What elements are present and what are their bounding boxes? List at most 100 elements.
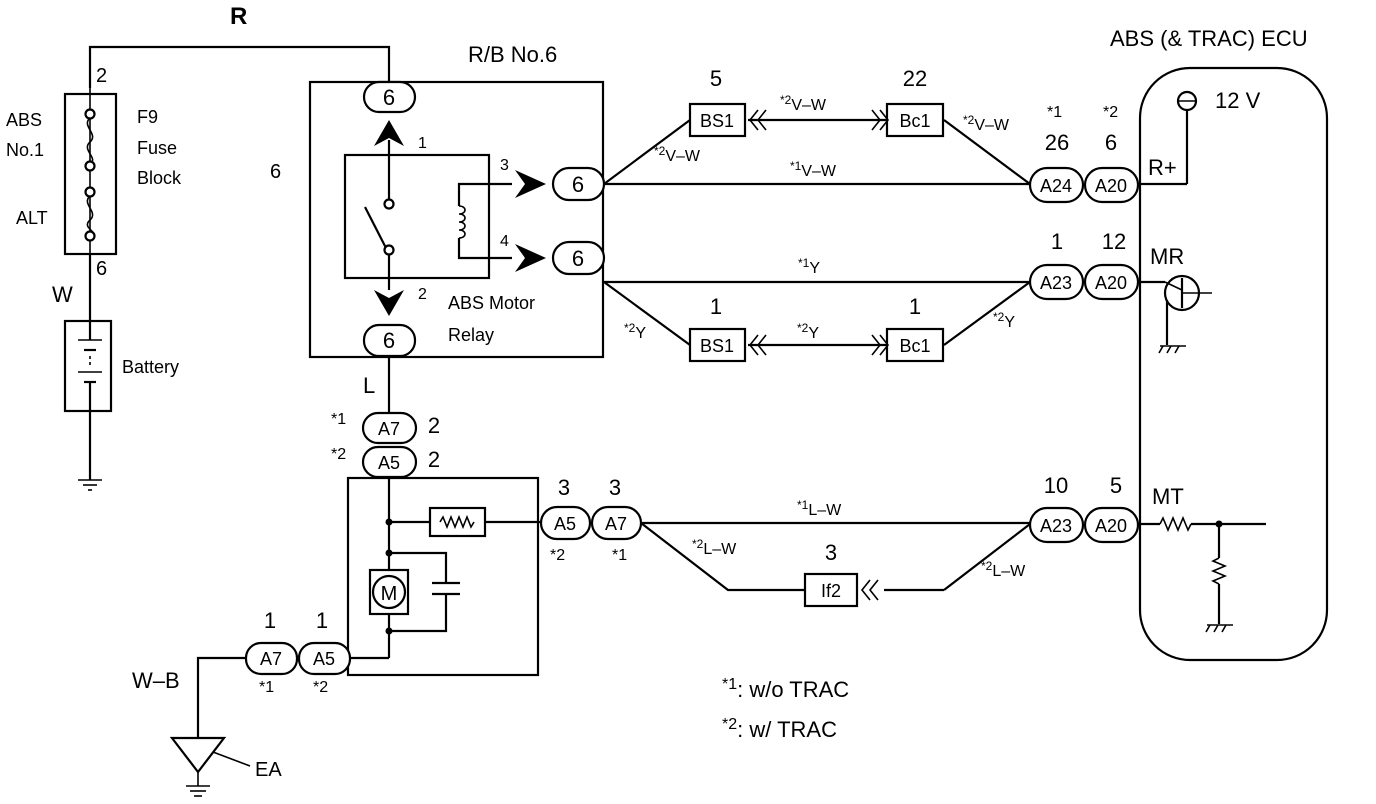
connector-bs1-top: BS1 xyxy=(700,111,734,131)
relay-connector-bottom: 6 xyxy=(383,328,395,353)
fuse-abs-label-1: ABS xyxy=(6,110,42,130)
fuse-name: F9 xyxy=(137,107,158,127)
ecu-12v: 12 V xyxy=(1215,88,1261,113)
ground-icon-mt xyxy=(1205,624,1233,633)
connector-a23-2-num: 10 xyxy=(1044,473,1068,498)
wire-label-lw-2-left: *2L–W xyxy=(692,537,737,558)
a7-bot-star: *1 xyxy=(259,679,274,696)
ground-ea-icon xyxy=(169,736,227,774)
relay-connector-3: 6 xyxy=(572,172,584,197)
motor-icon xyxy=(371,574,407,610)
wire-label-y-2-right: *2Y xyxy=(993,310,1015,331)
connector-a5-top: A5 xyxy=(378,453,400,473)
connector-a7-top-num: 2 xyxy=(428,413,440,438)
connector-a23-1: A23 xyxy=(1040,273,1072,293)
plug-chevron-icon xyxy=(748,334,767,356)
fuse-abs-label-2: No.1 xyxy=(6,140,44,160)
relay-block-box xyxy=(308,80,605,359)
connector-a20-3-num: 5 xyxy=(1110,473,1122,498)
legend-line-2: *2: w/ TRAC xyxy=(722,716,837,742)
wire-label-vw-2-top: *2V–W xyxy=(780,93,827,114)
connector-bc1-top-num: 22 xyxy=(903,66,927,91)
ground-icon-battery xyxy=(78,479,102,491)
ecu-mr: MR xyxy=(1150,244,1184,269)
connector-a20-3: A20 xyxy=(1095,516,1127,536)
connector-a5-mid-num: 3 xyxy=(558,475,570,500)
fuse-pin-bottom: 6 xyxy=(96,258,107,280)
battery-box xyxy=(63,319,113,413)
battery-icon xyxy=(78,321,102,411)
connector-bs1-bot-num: 1 xyxy=(710,294,722,319)
connector-a5-bot-num: 1 xyxy=(316,608,328,633)
plug-chevron-icon xyxy=(860,579,879,601)
ground-ea-label: EA xyxy=(255,759,282,781)
wire-label-y-2-mid: *2Y xyxy=(797,321,819,342)
column-star-2: *2 xyxy=(1103,104,1118,121)
fuse-pin-top: 2 xyxy=(96,65,107,87)
wire-label-lw-2-right: *2L–W xyxy=(981,559,1026,580)
relay-pin-1: 1 xyxy=(418,135,427,152)
ecu-box xyxy=(1138,66,1329,662)
wire-label-y-1: *1Y xyxy=(798,256,820,277)
motor-box xyxy=(346,476,540,677)
connector-bc1-bot: Bc1 xyxy=(899,336,930,356)
relay-connector-top: 6 xyxy=(383,85,395,110)
fuse-block-label-1: Fuse xyxy=(137,138,177,158)
connector-a5-top-num: 2 xyxy=(428,447,440,472)
arrow-down-icon xyxy=(374,290,404,316)
relay-block-name: R/B No.6 xyxy=(468,42,557,67)
connector-a23-2: A23 xyxy=(1040,516,1072,536)
fuse-alt-label: ALT xyxy=(16,208,48,228)
relay-label-2: Relay xyxy=(448,325,494,345)
relay-pin-3: 3 xyxy=(500,157,509,174)
connector-a20-1: A20 xyxy=(1095,176,1127,196)
arrow-up-icon xyxy=(374,120,404,146)
connector-a20-1-num: 6 xyxy=(1105,130,1117,155)
connector-a7-bot: A7 xyxy=(260,649,282,669)
vw-wires: BS1 5 Bc1 22 *2V–W *2V–W *1V–W *2V–W xyxy=(603,66,1031,186)
ecu-connectors: *1 *2 A24 26 A20 6 A23 1 A20 12 A23 10 A… xyxy=(1028,104,1140,544)
connector-bs1-top-num: 5 xyxy=(710,66,722,91)
wire-label-lw-1: *1L–W xyxy=(797,498,842,519)
wire-label-vw-2-left: *2V–W xyxy=(654,144,701,165)
fuse-abs-symbol xyxy=(86,117,94,165)
connector-a5-bot: A5 xyxy=(313,649,335,669)
legend: *1: w/o TRAC *2: w/ TRAC xyxy=(722,676,849,742)
fuse-battery-section: R 2 ABS No.1 ALT F9 Fuse Block 6 W Batte… xyxy=(6,3,391,491)
connector-bc1-bot-num: 1 xyxy=(909,294,921,319)
relay-switch-contact xyxy=(364,206,387,249)
wire-label-wb: W–B xyxy=(132,668,180,693)
wire-label-y-2-left: *2Y xyxy=(624,321,646,342)
connector-a20-2-num: 12 xyxy=(1102,229,1126,254)
connector-if2: If2 xyxy=(821,581,841,601)
a5-mid-star: *2 xyxy=(550,547,565,564)
relay-connector-4: 6 xyxy=(572,246,584,271)
connector-a24: A24 xyxy=(1040,176,1072,196)
motor-section: L *1 A7 2 *2 A5 2 M A5 3 *2 A7 3 *1 xyxy=(132,356,1031,797)
connector-a7-mid-num: 3 xyxy=(609,475,621,500)
resistor-icon xyxy=(1159,515,1192,533)
column-star-1: *1 xyxy=(1047,104,1062,121)
relay-block: R/B No.6 6 6 1 3 4 6 6 2 6 ABS Motor Rel… xyxy=(270,42,606,359)
relay-pin-2: 2 xyxy=(418,286,427,303)
plug-chevron-icon xyxy=(748,109,767,131)
relay-coil-icon xyxy=(458,205,466,239)
a5-top-star: *2 xyxy=(331,446,346,463)
connector-a7-bot-num: 1 xyxy=(264,608,276,633)
a7-mid-star: *1 xyxy=(612,547,627,564)
a7-top-star: *1 xyxy=(331,411,346,428)
wire-label-vw-2-right: *2V–W xyxy=(963,113,1010,134)
connector-a23-1-num: 1 xyxy=(1051,229,1063,254)
ecu-title: ABS (& TRAC) ECU xyxy=(1110,26,1308,51)
ecu-r-plus: R+ xyxy=(1148,155,1177,180)
connector-bc1-top: Bc1 xyxy=(899,111,930,131)
ground-icon-mr xyxy=(1158,345,1186,354)
wire-r xyxy=(88,45,391,88)
connector-if2-num: 3 xyxy=(825,540,837,565)
battery-label: Battery xyxy=(122,357,179,377)
relay-block-side-num: 6 xyxy=(270,161,281,183)
connector-a5-mid: A5 xyxy=(554,514,576,534)
wire-label-l: L xyxy=(363,373,375,398)
ecu-mt: MT xyxy=(1152,484,1184,509)
